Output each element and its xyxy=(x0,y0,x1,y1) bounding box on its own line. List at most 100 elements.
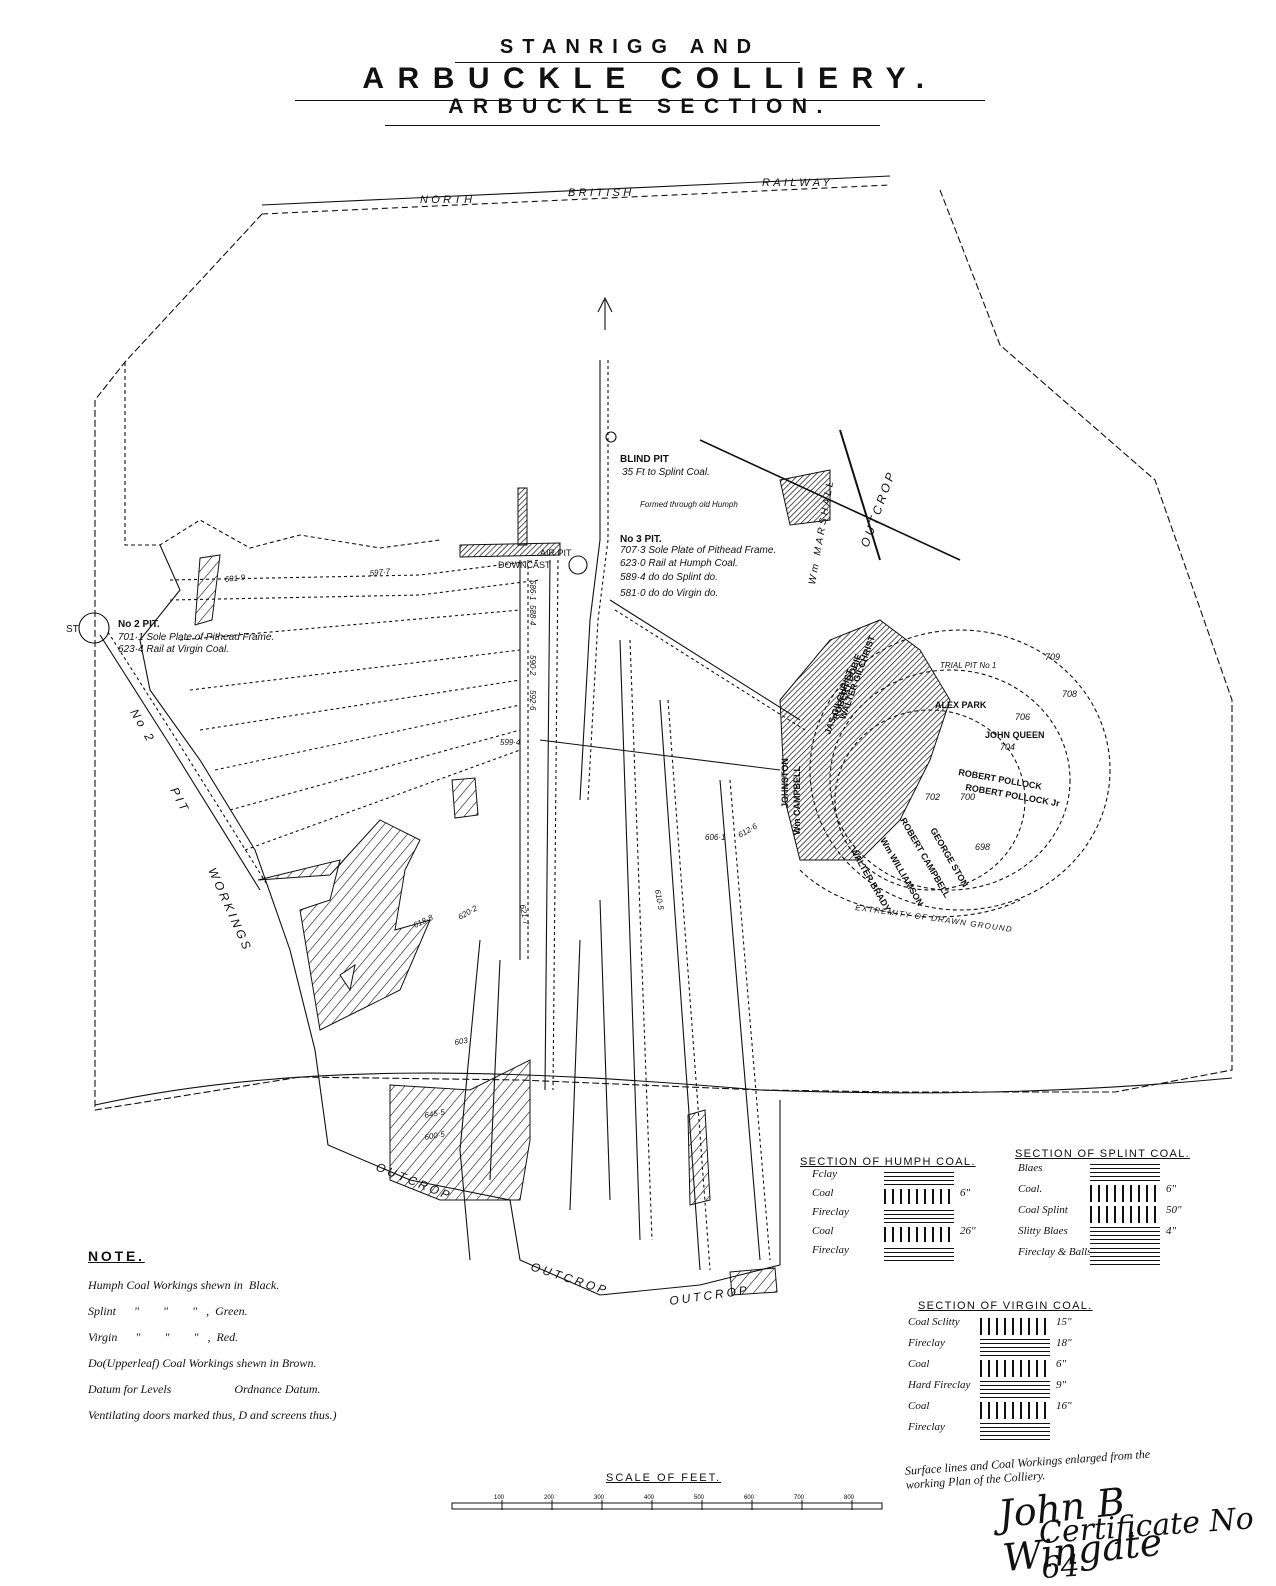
spot-level: 612·6 xyxy=(737,821,760,839)
stratum-bar xyxy=(884,1246,954,1261)
railway-line-lower xyxy=(261,184,891,215)
stratum-thickness: 15" xyxy=(1056,1316,1072,1328)
scale-label: SCALE OF FEET. xyxy=(606,1472,722,1484)
note-row: Splint " " " , Green. xyxy=(88,1304,248,1318)
north-arrow-head xyxy=(597,296,613,313)
blind-pit-circle xyxy=(605,431,617,443)
stratum-name: Coal xyxy=(812,1225,834,1237)
stratum-name: Fireclay & Balls xyxy=(1018,1246,1092,1258)
scale-tick-label: 400 xyxy=(644,1495,655,1501)
cross-line xyxy=(94,1072,1233,1106)
stratum-bar xyxy=(1090,1206,1160,1223)
no3-pit-name: No 3 PIT. xyxy=(620,534,662,545)
stratum-name: Fireclay xyxy=(812,1244,849,1256)
certificate: Certificate No 64 xyxy=(1037,1501,1255,1586)
tenant-name: JOHN QUEEN xyxy=(985,730,1045,740)
property-boundary xyxy=(94,189,1233,1111)
stratum-bar xyxy=(884,1189,954,1204)
spot-level: 621·7 xyxy=(518,904,531,926)
note-row: Virgin " " " , Red. xyxy=(88,1330,239,1344)
stratum-bar xyxy=(980,1402,1050,1419)
stratum-thickness: 6" xyxy=(1166,1183,1177,1195)
stratum-thickness: 18" xyxy=(1056,1337,1072,1349)
spot-level: 599·4 xyxy=(500,738,521,747)
spot-level: 620·2 xyxy=(457,903,480,921)
stratum-bar xyxy=(884,1170,954,1185)
title-line-2: ARBUCKLE COLLIERY. xyxy=(362,62,938,95)
no2-label: No 2 xyxy=(127,707,158,746)
no3-pit-circle xyxy=(568,555,588,575)
stratum-thickness: 16" xyxy=(1056,1400,1072,1412)
stratum-bar xyxy=(1090,1164,1160,1181)
stratum-name: Hard Fireclay xyxy=(908,1379,971,1391)
contour-number: 700 xyxy=(960,792,975,802)
stratum-bar xyxy=(980,1360,1050,1377)
stratum-bar xyxy=(1090,1227,1160,1244)
humph-section-title: SECTION OF HUMPH COAL. xyxy=(800,1156,976,1168)
workings-label: WORKINGS xyxy=(205,866,255,955)
stratum-name: Fireclay xyxy=(812,1206,849,1218)
stratum-bar xyxy=(980,1339,1050,1356)
pit-marker-st: ST xyxy=(66,624,79,635)
stratum-thickness: 4" xyxy=(1166,1225,1177,1237)
scale-bar xyxy=(451,1502,883,1510)
field-south-edge xyxy=(139,544,781,1296)
stratum-name: Coal xyxy=(812,1187,834,1199)
note-row: Ventilating doors marked thus, D and scr… xyxy=(88,1408,337,1422)
air-pit-label: AIR PIT xyxy=(540,548,572,558)
no2-pit-line2: 623·4 Rail at Virgin Coal. xyxy=(118,644,229,655)
stratum-bar xyxy=(1090,1185,1160,1202)
railway-label-british: BRITISH xyxy=(568,187,635,199)
scale-tick-label: 600 xyxy=(744,1495,755,1501)
spot-level: 586·1 xyxy=(528,580,537,600)
worked-area-west xyxy=(257,819,431,1031)
stratum-bar xyxy=(980,1423,1050,1440)
stratum-thickness: 9" xyxy=(1056,1379,1067,1391)
contour-number: 702 xyxy=(925,792,940,802)
blind-pit-name: BLIND PIT xyxy=(620,454,669,465)
railway-label-north: NORTH xyxy=(420,194,475,206)
no3-pit-line2: 623·0 Rail at Humph Coal. xyxy=(620,558,738,569)
stratum-name: Blaes xyxy=(1018,1162,1043,1174)
scale-tick-label: 800 xyxy=(844,1495,855,1501)
colliery-plan: NORTH BRITISH RAILWAY ST No 2 PIT. 701·1… xyxy=(66,175,1233,1510)
tenant-name: Wm CAMPBELL xyxy=(792,766,802,835)
contour-number: 698 xyxy=(975,842,990,852)
stratum-bar xyxy=(884,1208,954,1223)
formed-note: Formed through old Humph xyxy=(640,500,738,509)
virgin-section-title: SECTION OF VIRGIN COAL. xyxy=(918,1300,1093,1312)
no2-pit-name: No 2 PIT. xyxy=(118,619,160,630)
spot-level: 606·1 xyxy=(705,833,725,842)
splint-section-title: SECTION OF SPLINT COAL. xyxy=(1015,1148,1191,1160)
title-line-1: STANRIGG AND xyxy=(499,36,761,58)
note-heading: NOTE. xyxy=(88,1248,145,1264)
scale-tick-label: 500 xyxy=(694,1495,705,1501)
title-underline-1 xyxy=(455,62,800,63)
title-line-3: ARBUCKLE SECTION. xyxy=(448,95,832,118)
spot-level: 592·6 xyxy=(528,690,537,711)
scale-tick-label: 700 xyxy=(794,1495,805,1501)
stratum-thickness: 6" xyxy=(1056,1358,1067,1370)
title-underline-2 xyxy=(295,100,985,101)
spot-level: 590·2 xyxy=(528,655,537,676)
stratum-name: Coal. xyxy=(1018,1183,1043,1195)
contour-number: 706 xyxy=(1015,712,1030,722)
no2-pit-circle xyxy=(78,612,110,644)
spot-levels: 601·9597·7586·1588·4590·2592·6599·4606·1… xyxy=(224,567,759,1142)
no3-pit-line1: 707·3 Sole Plate of Pithead Frame. xyxy=(620,545,776,556)
field-north-edge xyxy=(124,362,441,549)
stratum-thickness: 26" xyxy=(960,1225,976,1237)
tenant-name: ALEX PARK xyxy=(935,700,987,710)
note-row: Humph Coal Workings shewn in Black. xyxy=(88,1278,280,1292)
contour-number: 709 xyxy=(1045,652,1060,662)
stratum-bar xyxy=(980,1318,1050,1335)
outcrop-ne xyxy=(839,429,881,561)
spot-level: 601·9 xyxy=(224,573,246,584)
blind-pit-line1: 35 Ft to Splint Coal. xyxy=(622,467,710,478)
spot-level: 588·4 xyxy=(528,605,537,626)
stratum-name: Fireclay xyxy=(908,1337,945,1349)
note-row: Datum for Levels Ordnance Datum. xyxy=(88,1382,321,1396)
